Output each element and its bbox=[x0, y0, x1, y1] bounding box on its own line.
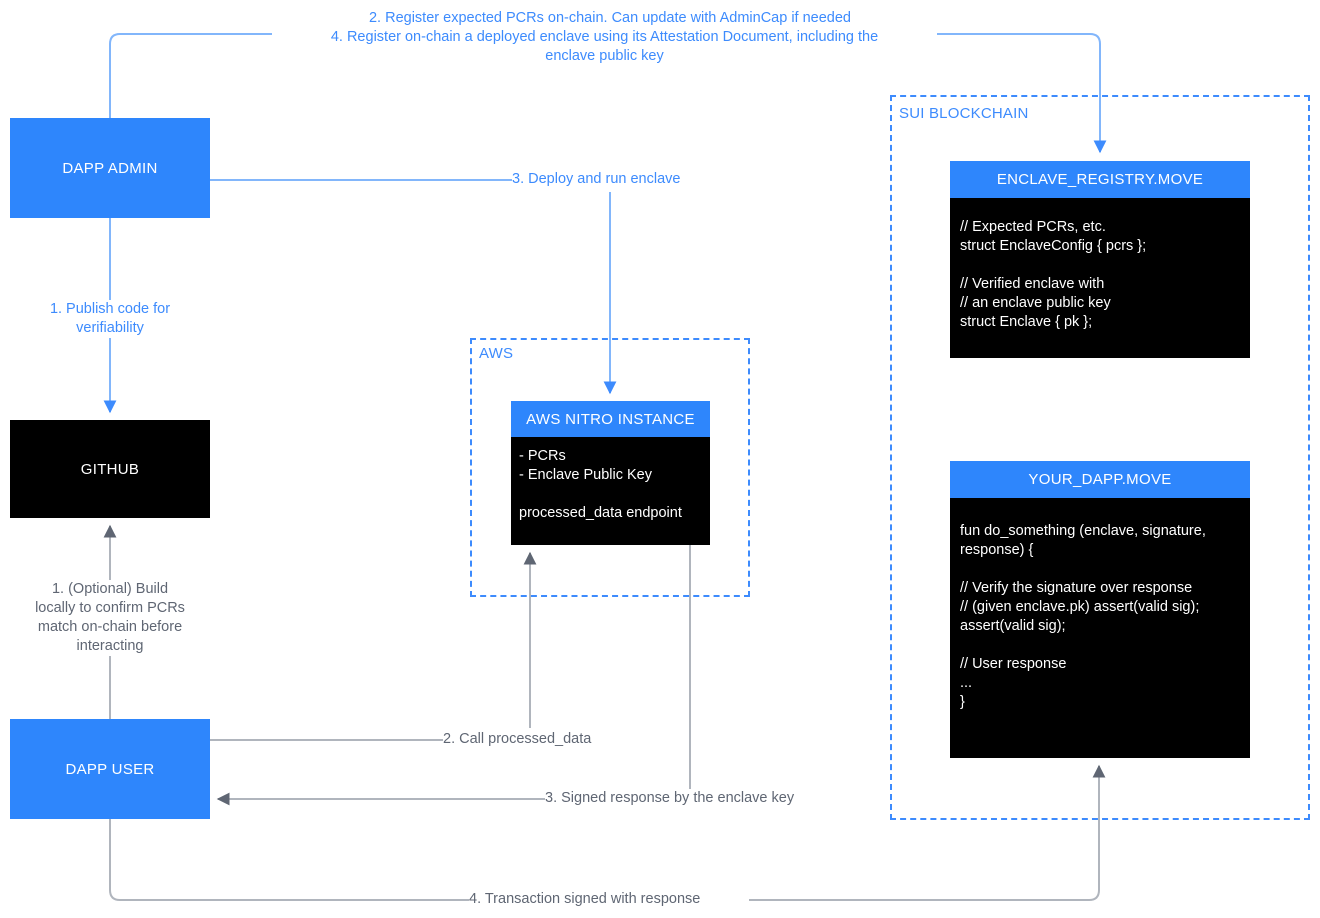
node-github[interactable]: GITHUB bbox=[10, 420, 210, 518]
module-aws-nitro-instance[interactable]: AWS NITRO INSTANCE - PCRs - Enclave Publ… bbox=[511, 401, 710, 545]
module-enclave-registry-header: ENCLAVE_REGISTRY.MOVE bbox=[950, 161, 1250, 198]
node-dapp-user-label: DAPP USER bbox=[65, 760, 155, 778]
node-github-label: GITHUB bbox=[80, 460, 140, 478]
edge-label-signed-response: 3. Signed response by the enclave key bbox=[545, 789, 845, 808]
group-aws bbox=[470, 338, 750, 597]
node-dapp-admin-label: DAPP ADMIN bbox=[62, 159, 158, 177]
edge-label-transaction-signed: 4. Transaction signed with response bbox=[469, 890, 749, 909]
module-enclave-registry-body: // Expected PCRs, etc. struct EnclaveCon… bbox=[950, 198, 1250, 358]
module-your-dapp-header: YOUR_DAPP.MOVE bbox=[950, 461, 1250, 498]
node-dapp-user[interactable]: DAPP USER bbox=[10, 719, 210, 819]
module-aws-nitro-instance-header: AWS NITRO INSTANCE bbox=[511, 401, 710, 437]
edge-label-call-processed-data: 2. Call processed_data bbox=[443, 730, 633, 749]
group-sui-blockchain bbox=[890, 95, 1310, 820]
edge-label-build-locally: 1. (Optional) Build locally to confirm P… bbox=[15, 580, 205, 656]
module-aws-nitro-instance-body: - PCRs - Enclave Public Key processed_da… bbox=[511, 437, 710, 545]
module-enclave-registry[interactable]: ENCLAVE_REGISTRY.MOVE // Expected PCRs, … bbox=[950, 161, 1250, 358]
group-sui-blockchain-label: SUI BLOCKCHAIN bbox=[896, 105, 1033, 122]
edge-label-publish-code: 1. Publish code for verifiability bbox=[20, 300, 200, 338]
module-your-dapp-body: fun do_something (enclave, signature, re… bbox=[950, 498, 1250, 758]
edge-label-register-pcrs: 2. Register expected PCRs on-chain. Can … bbox=[300, 9, 920, 28]
edge-label-deploy-enclave: 3. Deploy and run enclave bbox=[512, 170, 722, 189]
edge-label-register-enclave: 4. Register on-chain a deployed enclave … bbox=[272, 28, 937, 66]
group-aws-label: AWS bbox=[476, 345, 518, 362]
node-dapp-admin[interactable]: DAPP ADMIN bbox=[10, 118, 210, 218]
module-your-dapp[interactable]: YOUR_DAPP.MOVE fun do_something (enclave… bbox=[950, 461, 1250, 758]
